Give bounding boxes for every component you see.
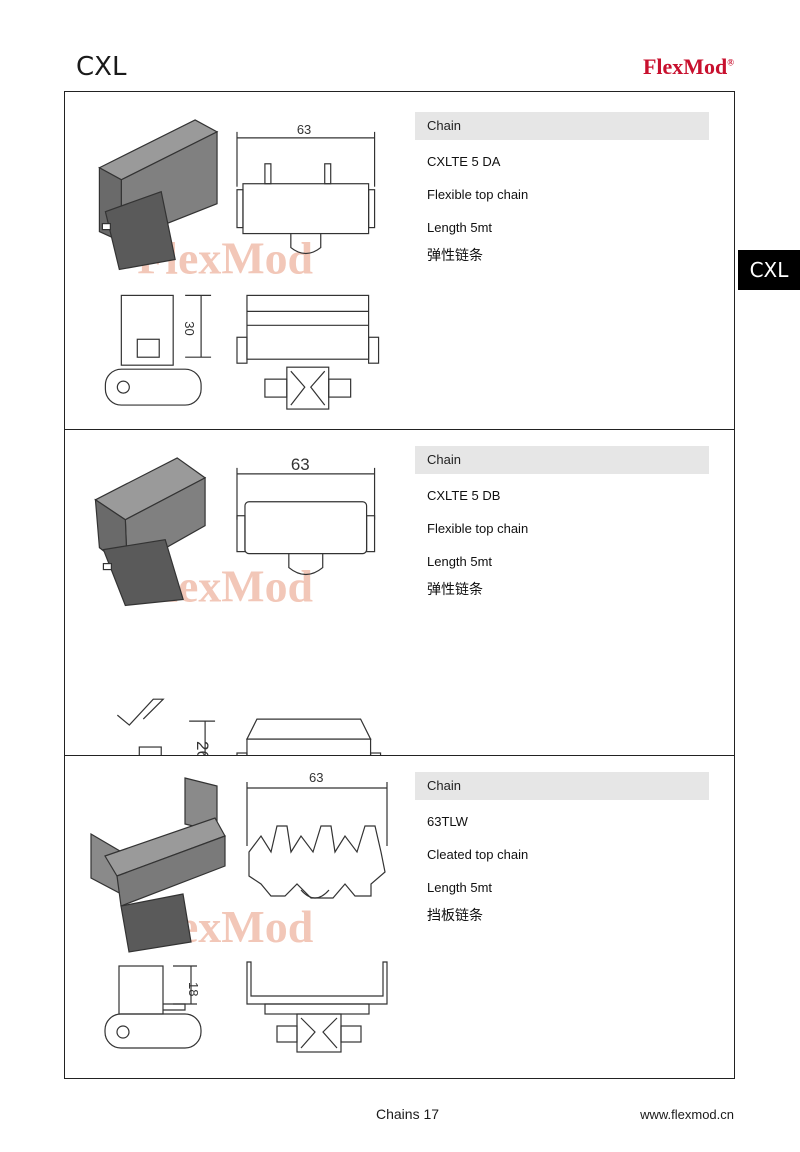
chain-drawing: FlexMod 63 xyxy=(94,455,382,755)
info-header: Chain xyxy=(415,446,709,474)
product-chinese-name: 弹性链条 xyxy=(427,581,483,597)
product-info: Chain 63TLW Cleated top chain Length 5mt… xyxy=(415,772,709,924)
product-row: FlexMod 63 xyxy=(65,92,734,430)
side-view-icon xyxy=(104,294,212,406)
front-view-icon xyxy=(236,718,382,755)
chain-drawing: FlexMod 63 xyxy=(90,770,388,1053)
width-dimension: 63 xyxy=(309,770,323,785)
width-dimension: 63 xyxy=(297,122,311,137)
product-table: FlexMod 63 xyxy=(64,91,735,1079)
website-link[interactable]: www.flexmod.cn xyxy=(640,1107,734,1122)
height-dimension: 18 xyxy=(186,982,201,996)
top-view-icon xyxy=(236,467,376,576)
product-length: Length 5mt xyxy=(427,220,493,235)
width-dimension: 63 xyxy=(291,455,310,474)
page-title: CXL xyxy=(76,52,127,82)
front-view-icon xyxy=(246,961,388,1053)
front-view-icon xyxy=(236,294,380,410)
product-length: Length 5mt xyxy=(427,880,493,895)
isometric-view-icon xyxy=(98,119,219,271)
page-number: Chains 17 xyxy=(376,1106,440,1122)
product-description: Flexible top chain xyxy=(427,521,529,536)
product-length: Length 5mt xyxy=(427,554,493,569)
info-header: Chain xyxy=(415,112,709,140)
height-dimension: 30 xyxy=(182,321,197,335)
isometric-view-icon xyxy=(94,457,207,607)
side-view-icon xyxy=(116,698,216,755)
chain-drawing: FlexMod 63 xyxy=(98,119,380,410)
info-header: Chain xyxy=(415,772,709,800)
product-info: Chain CXLTE 5 DA Flexible top chain Leng… xyxy=(415,112,709,264)
side-view-icon xyxy=(104,965,202,1049)
height-dimension: 26 xyxy=(193,741,212,755)
product-code: CXLTE 5 DB xyxy=(427,488,501,503)
registered-mark: ® xyxy=(727,57,734,68)
top-view-icon xyxy=(246,782,388,899)
product-row: FlexMod 63 xyxy=(65,756,734,1080)
product-description: Flexible top chain xyxy=(427,187,529,202)
top-view-icon xyxy=(236,131,376,255)
product-info: Chain CXLTE 5 DB Flexible top chain Leng… xyxy=(415,446,709,598)
product-code: CXLTE 5 DA xyxy=(427,154,501,169)
product-code: 63TLW xyxy=(427,814,468,829)
side-section-tab[interactable]: CXL xyxy=(738,250,800,290)
brand-logo: FlexMod® xyxy=(643,54,734,80)
product-description: Cleated top chain xyxy=(427,847,529,862)
isometric-view-icon xyxy=(90,777,226,953)
product-chinese-name: 弹性链条 xyxy=(427,247,483,263)
product-chinese-name: 挡板链条 xyxy=(427,907,483,923)
product-row: FlexMod 63 xyxy=(65,430,734,756)
brand-name: FlexMod xyxy=(642,54,728,79)
